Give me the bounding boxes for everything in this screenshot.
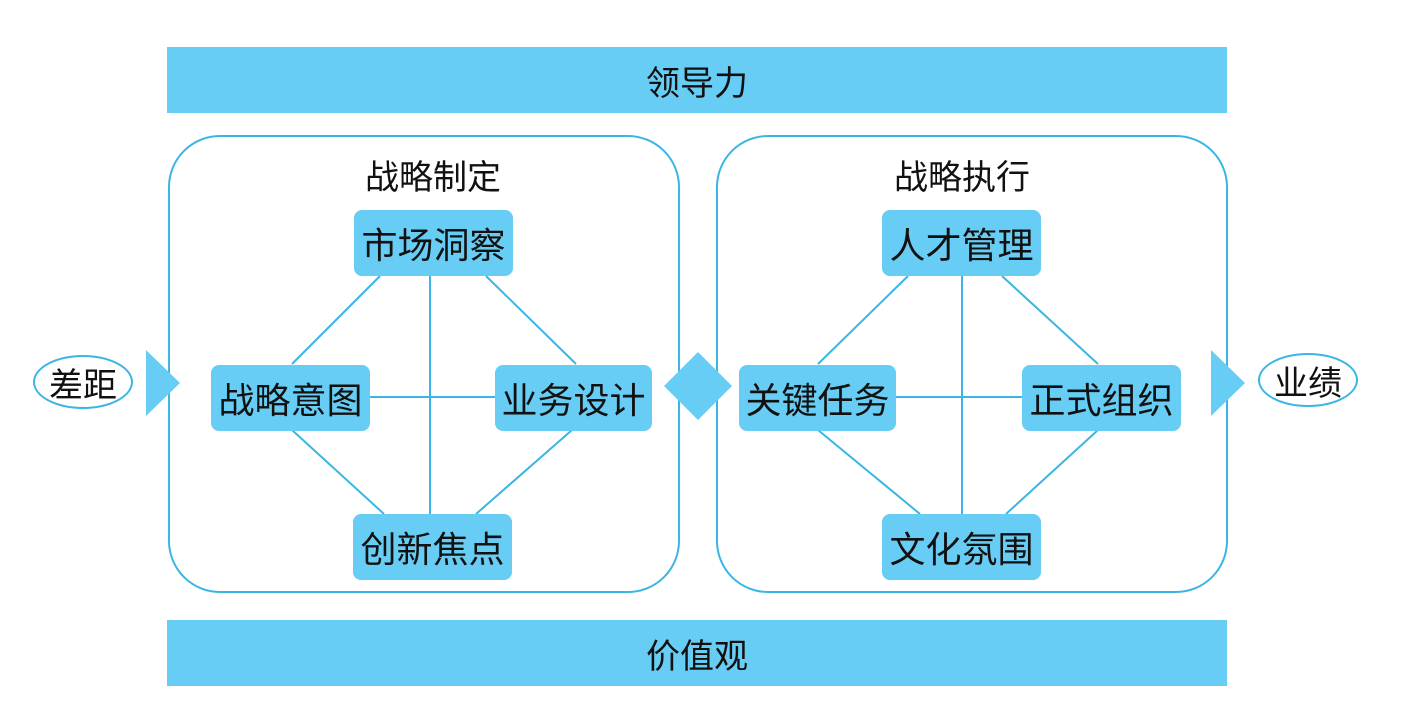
node-key-tasks-label: 关键任务 [745, 381, 890, 422]
node-business-design: 业务设计 [495, 365, 652, 431]
values-bar: 价值观 [167, 620, 1227, 686]
strategy-formulation-title: 战略制定 [365, 158, 501, 198]
node-innovation-focus: 创新焦点 [353, 514, 512, 580]
strategy-execution-title: 战略执行 [894, 158, 1030, 198]
leadership-bar: 领导力 [167, 47, 1227, 113]
node-culture-climate-label: 文化氛围 [889, 530, 1034, 571]
node-innovation-focus-label: 创新焦点 [360, 530, 505, 571]
performance-label: 业绩 [1274, 363, 1342, 404]
node-talent-management-label: 人才管理 [889, 226, 1034, 267]
gap-oval: 差距 [33, 355, 133, 409]
node-strategic-intent-label: 战略意图 [218, 381, 363, 422]
node-key-tasks: 关键任务 [739, 365, 896, 431]
node-strategic-intent: 战略意图 [211, 365, 370, 431]
performance-oval: 业绩 [1258, 353, 1358, 407]
node-business-design-label: 业务设计 [501, 381, 646, 422]
node-talent-management: 人才管理 [882, 210, 1041, 276]
node-market-insight: 市场洞察 [354, 210, 513, 276]
gap-label: 差距 [49, 365, 117, 406]
leadership-label: 领导力 [646, 63, 748, 104]
node-culture-climate: 文化氛围 [882, 514, 1041, 580]
values-label: 价值观 [646, 636, 748, 677]
node-formal-organization: 正式组织 [1022, 365, 1181, 431]
node-formal-organization-label: 正式组织 [1029, 381, 1174, 422]
node-market-insight-label: 市场洞察 [361, 226, 506, 267]
